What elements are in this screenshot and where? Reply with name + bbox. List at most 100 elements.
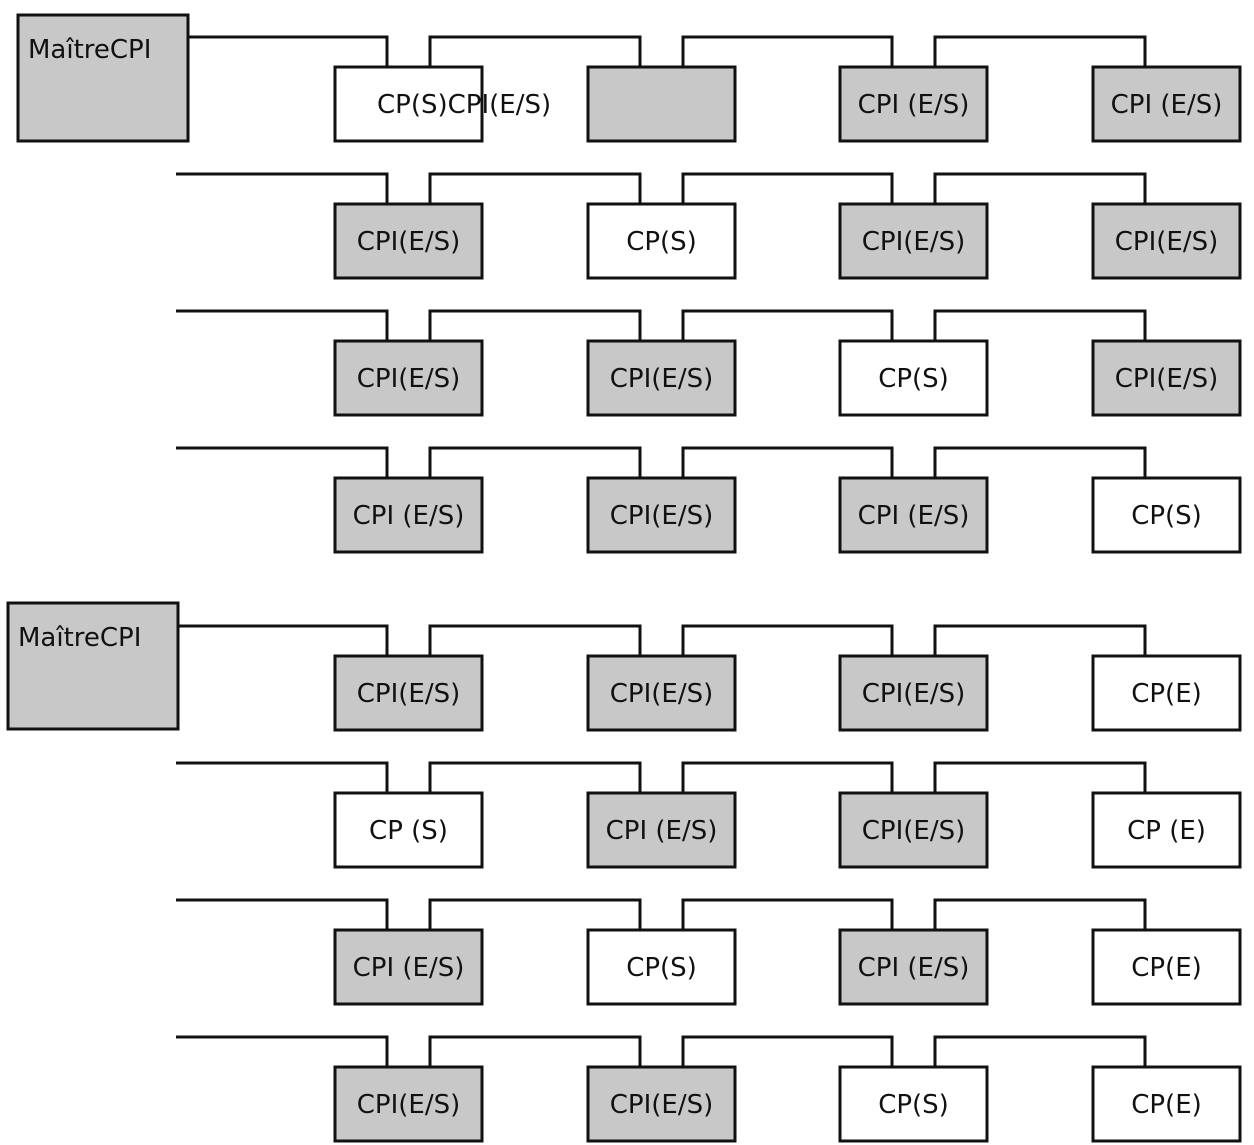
node-label: CPI (E/S) xyxy=(1111,90,1223,120)
node: CPI(E/S) xyxy=(1091,202,1242,280)
node-label: CPI(E/S) xyxy=(862,227,965,257)
node-box xyxy=(586,928,737,1006)
node-label: CPI(E/S) xyxy=(610,501,713,531)
node: CPI (E/S) xyxy=(838,928,989,1006)
node: CP(S) xyxy=(1091,476,1242,554)
node: CPI(E/S) xyxy=(586,1065,737,1143)
node-box xyxy=(1091,339,1242,417)
node: CPI(E/S) xyxy=(333,339,484,417)
node-box xyxy=(1091,65,1242,143)
node-label: CPI (E/S) xyxy=(353,501,465,531)
node: CPI (E/S) xyxy=(1091,65,1242,143)
node-label: CPI (E/S) xyxy=(353,953,465,983)
node: CPI(E/S) xyxy=(333,1065,484,1143)
node: CP(E) xyxy=(1091,654,1242,732)
node: CP(S)CPI(E/S) xyxy=(333,65,551,143)
node xyxy=(586,65,737,143)
bus-line xyxy=(176,172,1147,204)
node: CP(S) xyxy=(586,202,737,280)
node-label: CP(S) xyxy=(878,1090,949,1120)
node: CPI (E/S) xyxy=(333,928,484,1006)
diagram-block-2: MaîtreCPI CPI(E/S) CPI(E/S) CPI(E/S) CP(E) CP… xyxy=(6,601,1242,1143)
node: CPI(E/S) xyxy=(586,476,737,554)
node-label: CP(E) xyxy=(1131,953,1202,983)
node-label: CPI(E/S) xyxy=(862,816,965,846)
bus-line xyxy=(176,898,1147,930)
node-label: CP(E) xyxy=(1131,679,1202,709)
node-box xyxy=(333,65,484,143)
node-label: CPI(E/S) xyxy=(610,1090,713,1120)
node: CPI(E/S) xyxy=(838,654,989,732)
node-box xyxy=(1091,928,1242,1006)
node-label: CPI (E/S) xyxy=(858,501,970,531)
node: CPI (E/S) xyxy=(333,476,484,554)
node-box xyxy=(838,928,989,1006)
node-box xyxy=(586,339,737,417)
node-box xyxy=(333,928,484,1006)
node-box xyxy=(333,339,484,417)
node-label: CP(S) xyxy=(626,953,697,983)
node-box xyxy=(333,476,484,554)
node-box xyxy=(838,1065,989,1143)
node-label: CPI (E/S) xyxy=(606,816,718,846)
node: CPI(E/S) xyxy=(1091,339,1242,417)
node-label: CPI (E/S) xyxy=(858,953,970,983)
bus-line xyxy=(176,309,1147,341)
node: CP(S) xyxy=(586,928,737,1006)
master-node-label: MaîtreCPI xyxy=(18,623,141,653)
node: CPI (E/S) xyxy=(586,791,737,869)
node-label: CP(S) xyxy=(626,227,697,257)
node-label: CPI(E/S) xyxy=(862,679,965,709)
node-box xyxy=(333,1065,484,1143)
node: CP(S) xyxy=(838,1065,989,1143)
node-label: CPI(E/S) xyxy=(1115,227,1218,257)
node-label: CP (S) xyxy=(369,816,448,846)
node-label: CP(S) xyxy=(1131,501,1202,531)
node: CP (E) xyxy=(1091,791,1242,869)
bus-line xyxy=(188,35,1147,67)
node-label: CPI(E/S) xyxy=(357,679,460,709)
node: CPI(E/S) xyxy=(586,339,737,417)
node-box xyxy=(586,202,737,280)
node-box xyxy=(333,654,484,732)
node-label: CPI(E/S) xyxy=(357,364,460,394)
node-label: CPI(E/S) xyxy=(357,1090,460,1120)
node-box xyxy=(586,476,737,554)
node-label: CP(E) xyxy=(1131,1090,1202,1120)
node-box xyxy=(1091,791,1242,869)
node-box xyxy=(838,654,989,732)
node-box xyxy=(1091,654,1242,732)
node-label: CPI(E/S) xyxy=(610,364,713,394)
bus-line xyxy=(176,1035,1147,1067)
node-label: CP (E) xyxy=(1127,816,1206,846)
node: CPI(E/S) xyxy=(333,654,484,732)
node-label: CP(S)CPI(E/S) xyxy=(377,90,551,120)
node-box xyxy=(586,65,737,143)
node: CPI(E/S) xyxy=(333,202,484,280)
node-box xyxy=(333,202,484,280)
node: CPI (E/S) xyxy=(838,65,989,143)
node: CPI(E/S) xyxy=(586,654,737,732)
node: CP(E) xyxy=(1091,928,1242,1006)
node-box xyxy=(1091,476,1242,554)
bus-line xyxy=(176,446,1147,478)
node-box xyxy=(838,65,989,143)
node-label: CPI(E/S) xyxy=(610,679,713,709)
node-box xyxy=(1091,202,1242,280)
node-label: CPI(E/S) xyxy=(357,227,460,257)
node-box xyxy=(838,202,989,280)
bus-line xyxy=(176,761,1147,793)
node-box xyxy=(586,1065,737,1143)
node-box xyxy=(838,476,989,554)
bus-line xyxy=(178,624,1147,656)
node-box xyxy=(333,791,484,869)
node-box xyxy=(586,791,737,869)
node: CPI (E/S) xyxy=(838,476,989,554)
node-box xyxy=(838,791,989,869)
master-node-box xyxy=(16,13,190,143)
master-node-box xyxy=(6,601,180,731)
node: CP (S) xyxy=(333,791,484,869)
node: CPI(E/S) xyxy=(838,202,989,280)
